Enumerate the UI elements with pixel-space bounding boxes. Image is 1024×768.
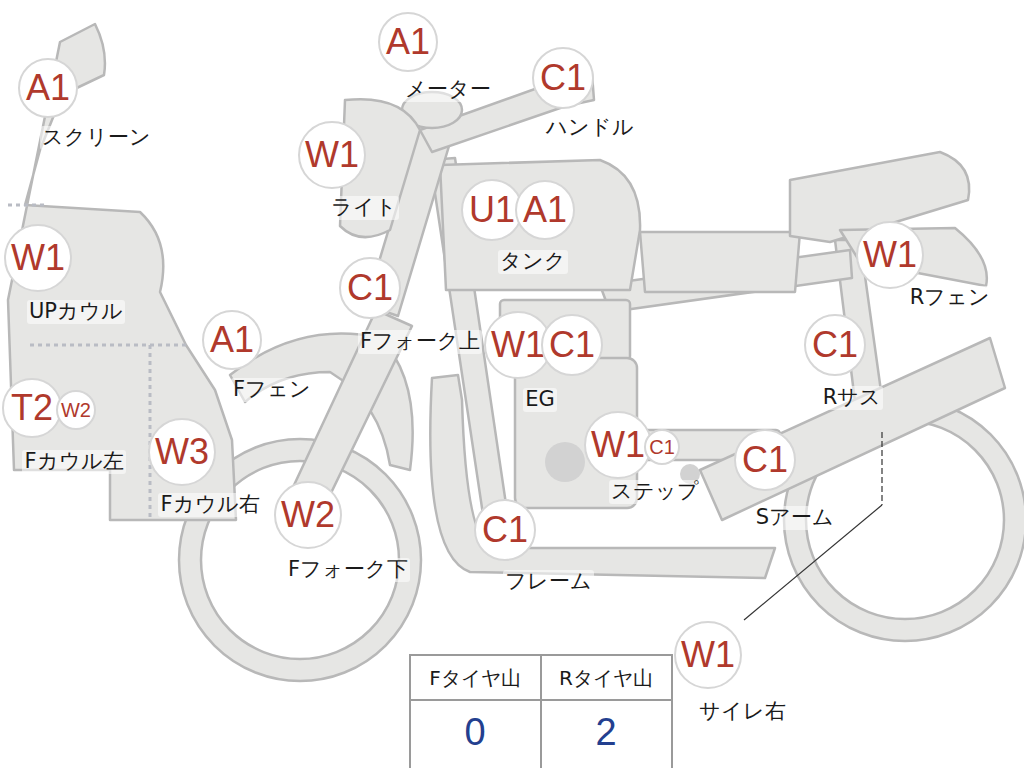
callout-circle: C1 [734, 429, 796, 491]
callout-circle: C1 [339, 257, 401, 319]
table-value: 2 [593, 712, 618, 754]
callout-circle: W2 [274, 481, 343, 550]
damage-code: W1 [305, 137, 359, 173]
part-label: Fフォーク下 [286, 558, 410, 581]
table-header: Rタイヤ山 [557, 667, 655, 689]
part-label: Rフェン [908, 286, 993, 309]
callout-circle: W1 [4, 224, 73, 293]
part-label: EG [523, 388, 557, 411]
part-label: タンク [498, 250, 568, 273]
panel-divider [30, 344, 190, 347]
callout-circle: C1 [474, 499, 536, 561]
engine-cover [545, 442, 585, 482]
part-label: ステップ [609, 480, 701, 503]
damage-code: A1 [523, 192, 567, 228]
damage-code: C1 [742, 442, 788, 478]
part-label: ライト [329, 196, 399, 219]
callout-circle: W2 [56, 390, 96, 430]
damage-code: C1 [482, 512, 528, 548]
damage-code: C1 [649, 437, 675, 457]
part-label: Fカウル右 [158, 493, 261, 516]
panel-divider [149, 345, 152, 520]
table-rule [540, 655, 542, 768]
table-value: 0 [462, 712, 487, 754]
callout-circle: C1 [541, 314, 603, 376]
tank [440, 160, 640, 290]
damage-code: A1 [210, 322, 254, 358]
fairing [8, 24, 236, 520]
callout-circle: T2 [2, 378, 61, 437]
damage-code: W1 [591, 427, 645, 463]
leader-line [744, 505, 882, 620]
part-label: UPカウル [27, 300, 125, 323]
table-header: Fタイヤ山 [427, 667, 523, 689]
damage-code: W2 [61, 400, 91, 420]
leader-line [881, 432, 882, 505]
damage-code: W3 [155, 434, 209, 470]
callout-circle: A1 [378, 12, 439, 73]
part-label: ハンドル [544, 116, 636, 139]
callout-circle: W1 [856, 221, 925, 290]
part-label: スクリーン [40, 126, 153, 149]
callout-circle: C1 [644, 429, 680, 465]
damage-code: C1 [549, 327, 595, 363]
callout-circle: C1 [804, 314, 866, 376]
damage-code: U1 [469, 192, 515, 228]
part-label: フレーム [503, 570, 594, 593]
part-label: Rサス [821, 386, 884, 409]
callout-circle: A1 [18, 58, 79, 119]
part-label: Sアーム [754, 506, 836, 529]
seat [640, 232, 800, 292]
callout-circle: W3 [148, 418, 217, 487]
damage-code: C1 [347, 270, 393, 306]
damage-code: A1 [26, 70, 70, 106]
callout-circle: A1 [202, 310, 263, 371]
tread-table [410, 655, 672, 768]
callout-circle: U1 [461, 179, 523, 241]
damage-code: C1 [812, 327, 858, 363]
damage-code: W1 [11, 240, 65, 276]
damage-code: T2 [11, 390, 53, 426]
damage-code: W2 [281, 497, 335, 533]
part-label: メーター [403, 78, 493, 101]
part-label: Fフェン [231, 378, 313, 401]
damage-code: W1 [491, 327, 545, 363]
callout-circle: A1 [515, 180, 576, 241]
callout-circle: W1 [674, 621, 743, 690]
panel-divider [8, 204, 46, 207]
part-label: Fフォーク上 [358, 330, 482, 353]
table-frame [410, 655, 672, 768]
damage-code: W1 [681, 637, 735, 673]
damage-code: W1 [863, 237, 917, 273]
callout-circle: W1 [298, 121, 367, 190]
callout-circle: W1 [584, 411, 653, 480]
part-label: Fカウル左 [22, 450, 125, 473]
damage-code: C1 [540, 60, 586, 96]
part-label: サイレ右 [697, 700, 788, 723]
damage-code: A1 [386, 24, 430, 60]
callout-circle: C1 [532, 47, 594, 109]
